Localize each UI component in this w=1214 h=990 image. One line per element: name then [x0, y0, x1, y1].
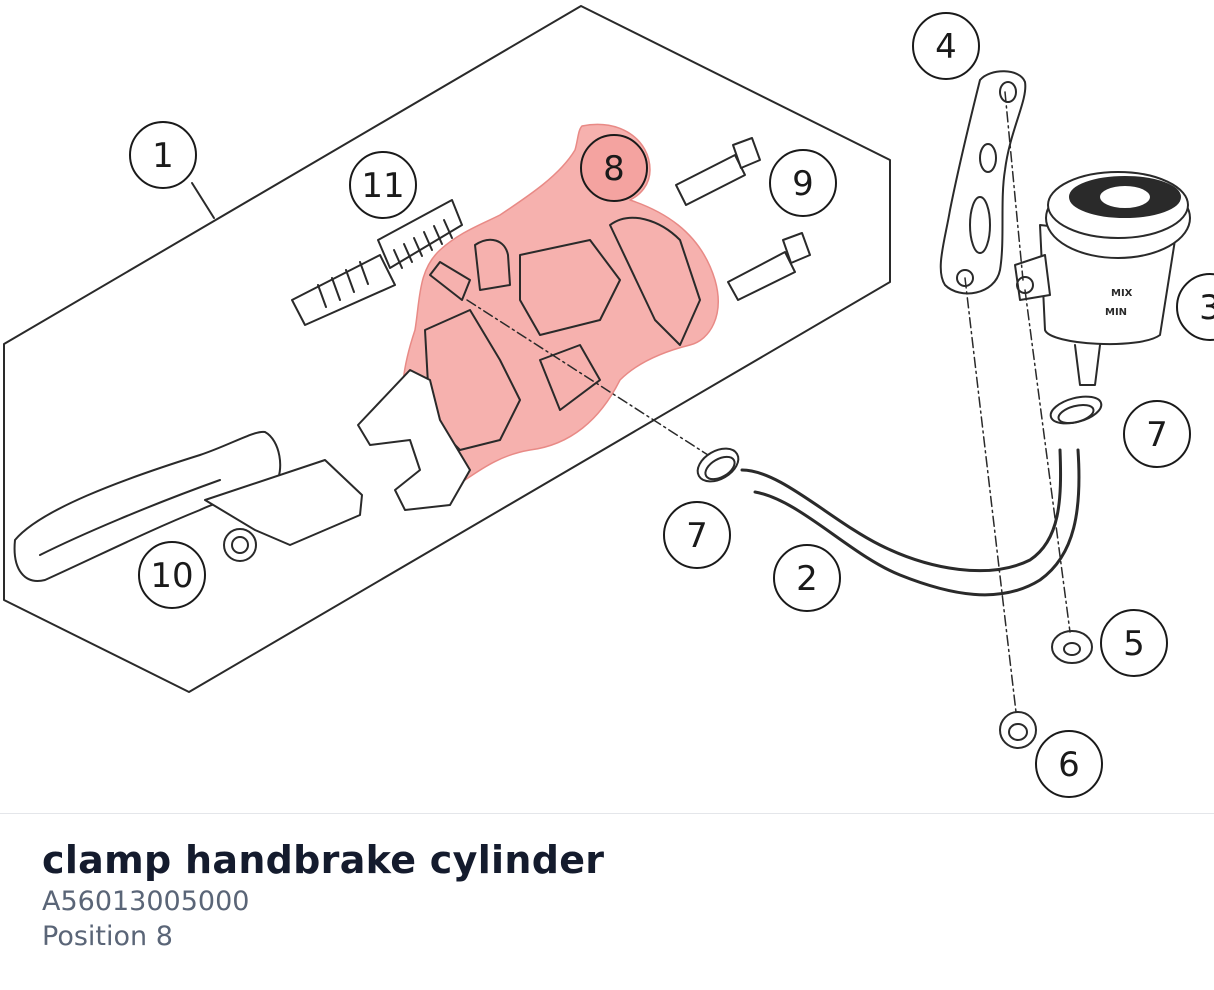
callout-2[interactable]: 2	[773, 544, 841, 612]
svg-text:7: 7	[1146, 415, 1168, 455]
callout-3[interactable]: 3	[1176, 273, 1214, 341]
svg-text:4: 4	[935, 27, 957, 67]
kit-box-outline	[3, 5, 891, 693]
pivot-bracket	[357, 369, 471, 511]
callout-7-reservoir[interactable]: 7	[1123, 400, 1191, 468]
hose-clamp-part	[696, 395, 1103, 483]
reservoir-min-mark: MIN	[1105, 307, 1127, 318]
callout-11[interactable]: 11	[349, 151, 417, 219]
part-position: Position 8	[42, 921, 173, 952]
adjuster-spring-part	[291, 199, 463, 326]
callout-7-hose[interactable]: 7	[663, 501, 731, 569]
callout-5[interactable]: 5	[1100, 609, 1168, 677]
brake-lever-part	[13, 430, 363, 582]
part-name: clamp handbrake cylinder	[42, 838, 605, 882]
svg-text:10: 10	[150, 556, 193, 596]
reservoir-max-mark: MIX	[1111, 288, 1133, 299]
callout-8-selected[interactable]: 8	[580, 134, 648, 202]
nut-part	[999, 711, 1037, 749]
callout-6[interactable]: 6	[1035, 730, 1103, 798]
highlighted-clamp-part	[401, 123, 719, 484]
mounting-bracket-part	[939, 70, 1027, 295]
svg-text:8: 8	[603, 149, 625, 189]
svg-text:6: 6	[1058, 745, 1080, 785]
svg-text:5: 5	[1123, 624, 1145, 664]
part-caption: clamp handbrake cylinder A56013005000 Po…	[42, 836, 604, 954]
svg-text:11: 11	[361, 166, 404, 206]
callout-9[interactable]: 9	[769, 149, 837, 217]
brake-hose-part	[740, 448, 1063, 573]
washer-part	[1051, 630, 1093, 664]
svg-text:3: 3	[1199, 288, 1214, 328]
svg-text:2: 2	[796, 559, 818, 599]
exploded-parts-diagram: MIX MIN 1 11 8 9 4 3 7	[3, 5, 1214, 798]
callout-4[interactable]: 4	[912, 12, 980, 80]
bolt-part	[675, 137, 811, 301]
svg-text:7: 7	[686, 516, 708, 556]
callout-1[interactable]: 1	[129, 121, 197, 189]
part-number: A56013005000	[42, 886, 250, 917]
svg-text:9: 9	[792, 164, 814, 204]
fluid-reservoir-part	[1014, 171, 1191, 386]
svg-text:1: 1	[152, 136, 174, 176]
callout-10[interactable]: 10	[138, 541, 206, 609]
caption-divider	[0, 813, 1214, 814]
